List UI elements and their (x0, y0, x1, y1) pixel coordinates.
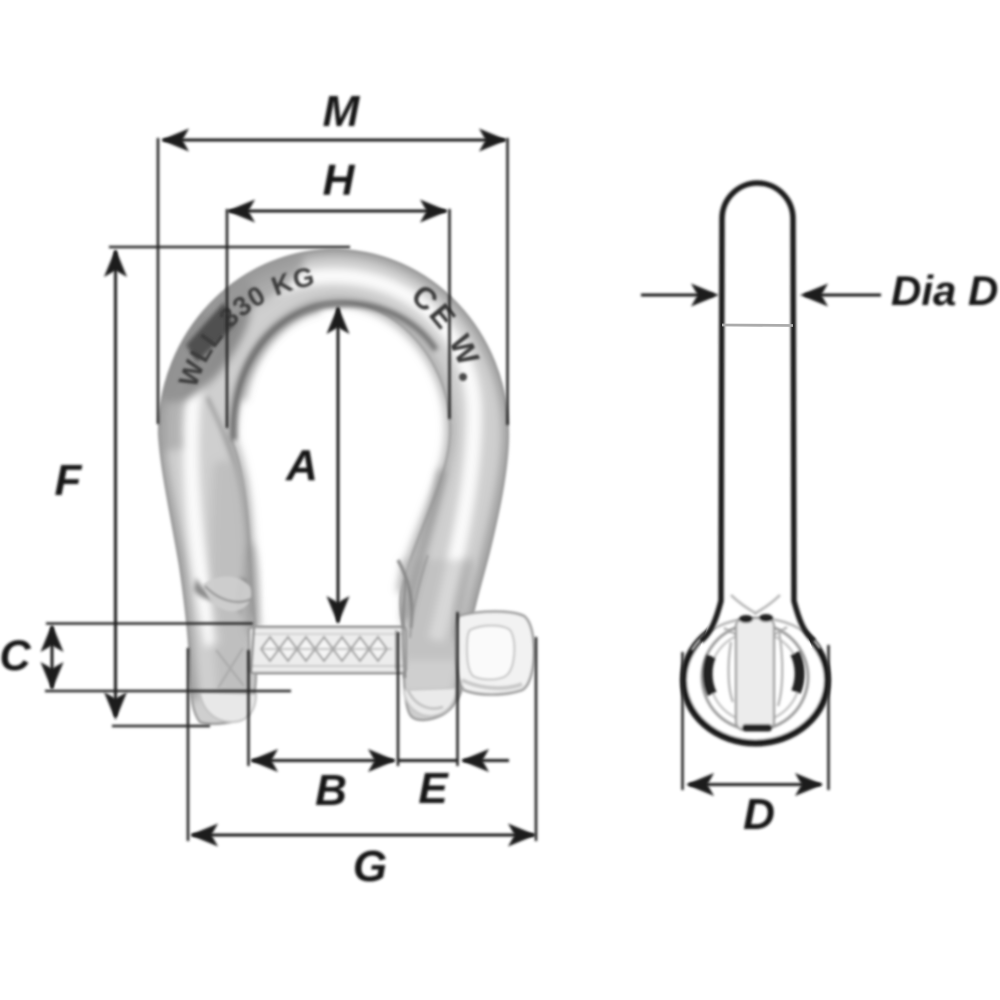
svg-text:F: F (55, 456, 83, 505)
svg-text:A: A (285, 441, 318, 490)
svg-text:Dia D: Dia D (891, 267, 998, 314)
svg-text:G: G (353, 842, 387, 891)
svg-text:H: H (323, 156, 356, 205)
svg-text:M: M (323, 87, 361, 136)
svg-text:E: E (418, 764, 449, 813)
svg-text:B: B (315, 766, 347, 815)
svg-text:D: D (743, 790, 775, 839)
svg-text:C: C (0, 632, 31, 680)
